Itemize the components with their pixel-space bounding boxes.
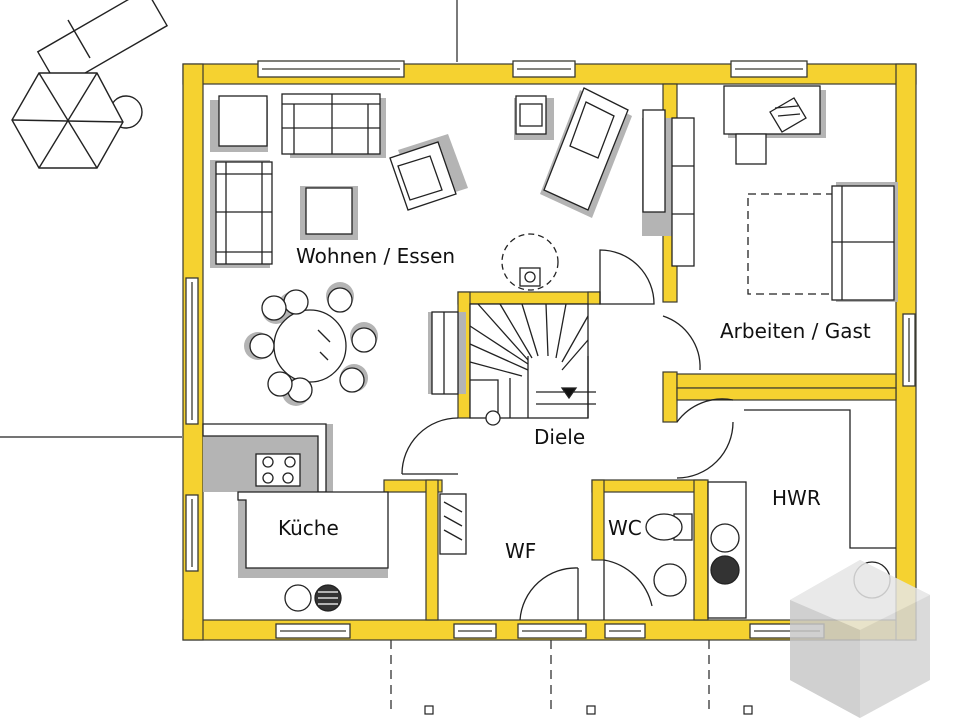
stair-direction-arrow-icon — [560, 387, 578, 400]
room-label-wc: WC — [608, 516, 642, 540]
coffee-table — [305, 187, 353, 235]
lounge-chair — [543, 87, 629, 211]
kitchen-counter — [202, 423, 389, 569]
bookshelf-arbeiten — [671, 117, 695, 267]
wc-fixtures — [645, 513, 693, 597]
bookshelf-wohnen — [642, 109, 666, 213]
sun-lounger-icon — [36, 0, 169, 90]
dining-table — [249, 287, 377, 403]
stair-newel — [485, 410, 501, 426]
ceiling-lamp — [501, 233, 559, 291]
coat-rack — [439, 493, 467, 555]
desk — [723, 85, 821, 135]
room-label-hwr: HWR — [772, 486, 821, 510]
room-label-wohnen: Wohnen / Essen — [296, 244, 455, 268]
room-label-kueche: Küche — [278, 516, 339, 540]
room-label-arbeiten: Arbeiten / Gast — [720, 319, 871, 343]
furniture — [202, 85, 896, 621]
diele-bench — [431, 311, 459, 395]
guest-sofa — [831, 185, 895, 301]
doors — [401, 249, 734, 621]
room-labels: Wohnen / Essen Arbeiten / Gast Diele HWR… — [278, 244, 871, 563]
armchair-rotated — [389, 141, 457, 211]
parasol-icon — [11, 72, 143, 169]
desk-chair — [735, 133, 767, 165]
hwr-fixtures — [707, 409, 896, 619]
fridge-and-bin — [284, 584, 342, 612]
armchair-top-left — [218, 95, 268, 147]
sofa-left — [215, 161, 273, 265]
staircase — [469, 303, 596, 419]
room-label-diele: Diele — [534, 425, 585, 449]
sofa-top — [281, 93, 381, 155]
terrace-lines — [0, 0, 753, 715]
room-label-wf: WF — [505, 539, 536, 563]
watermark-logo-icon — [790, 560, 930, 718]
